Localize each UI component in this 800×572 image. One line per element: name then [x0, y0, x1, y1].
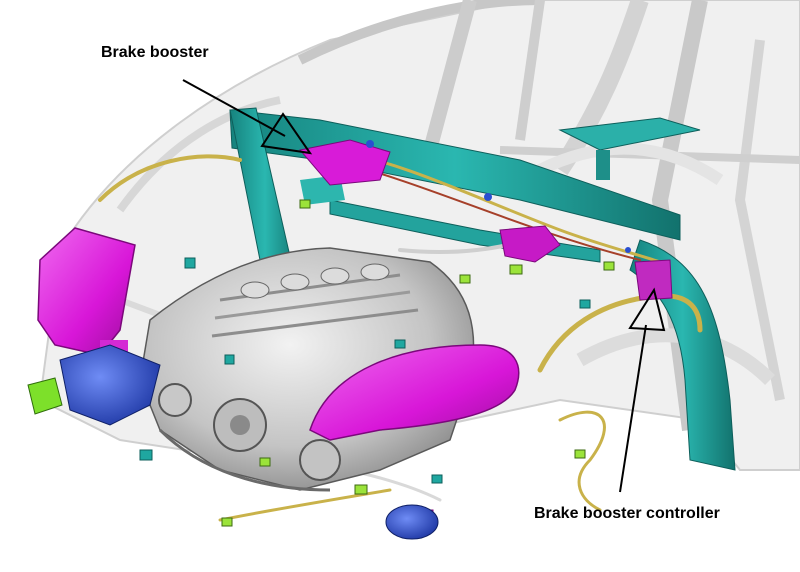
green-connectors [27, 199, 615, 527]
arrow-icon [628, 287, 666, 332]
blue-components [59, 140, 631, 540]
brake-booster-controller-label: Brake booster controller [534, 505, 720, 522]
brake-booster-controller-arrow [619, 287, 666, 493]
brake-booster-label: Brake booster [101, 44, 209, 61]
teal-connectors [139, 257, 591, 484]
brake-booster-arrow [182, 79, 313, 155]
arrow-icon [260, 112, 313, 155]
